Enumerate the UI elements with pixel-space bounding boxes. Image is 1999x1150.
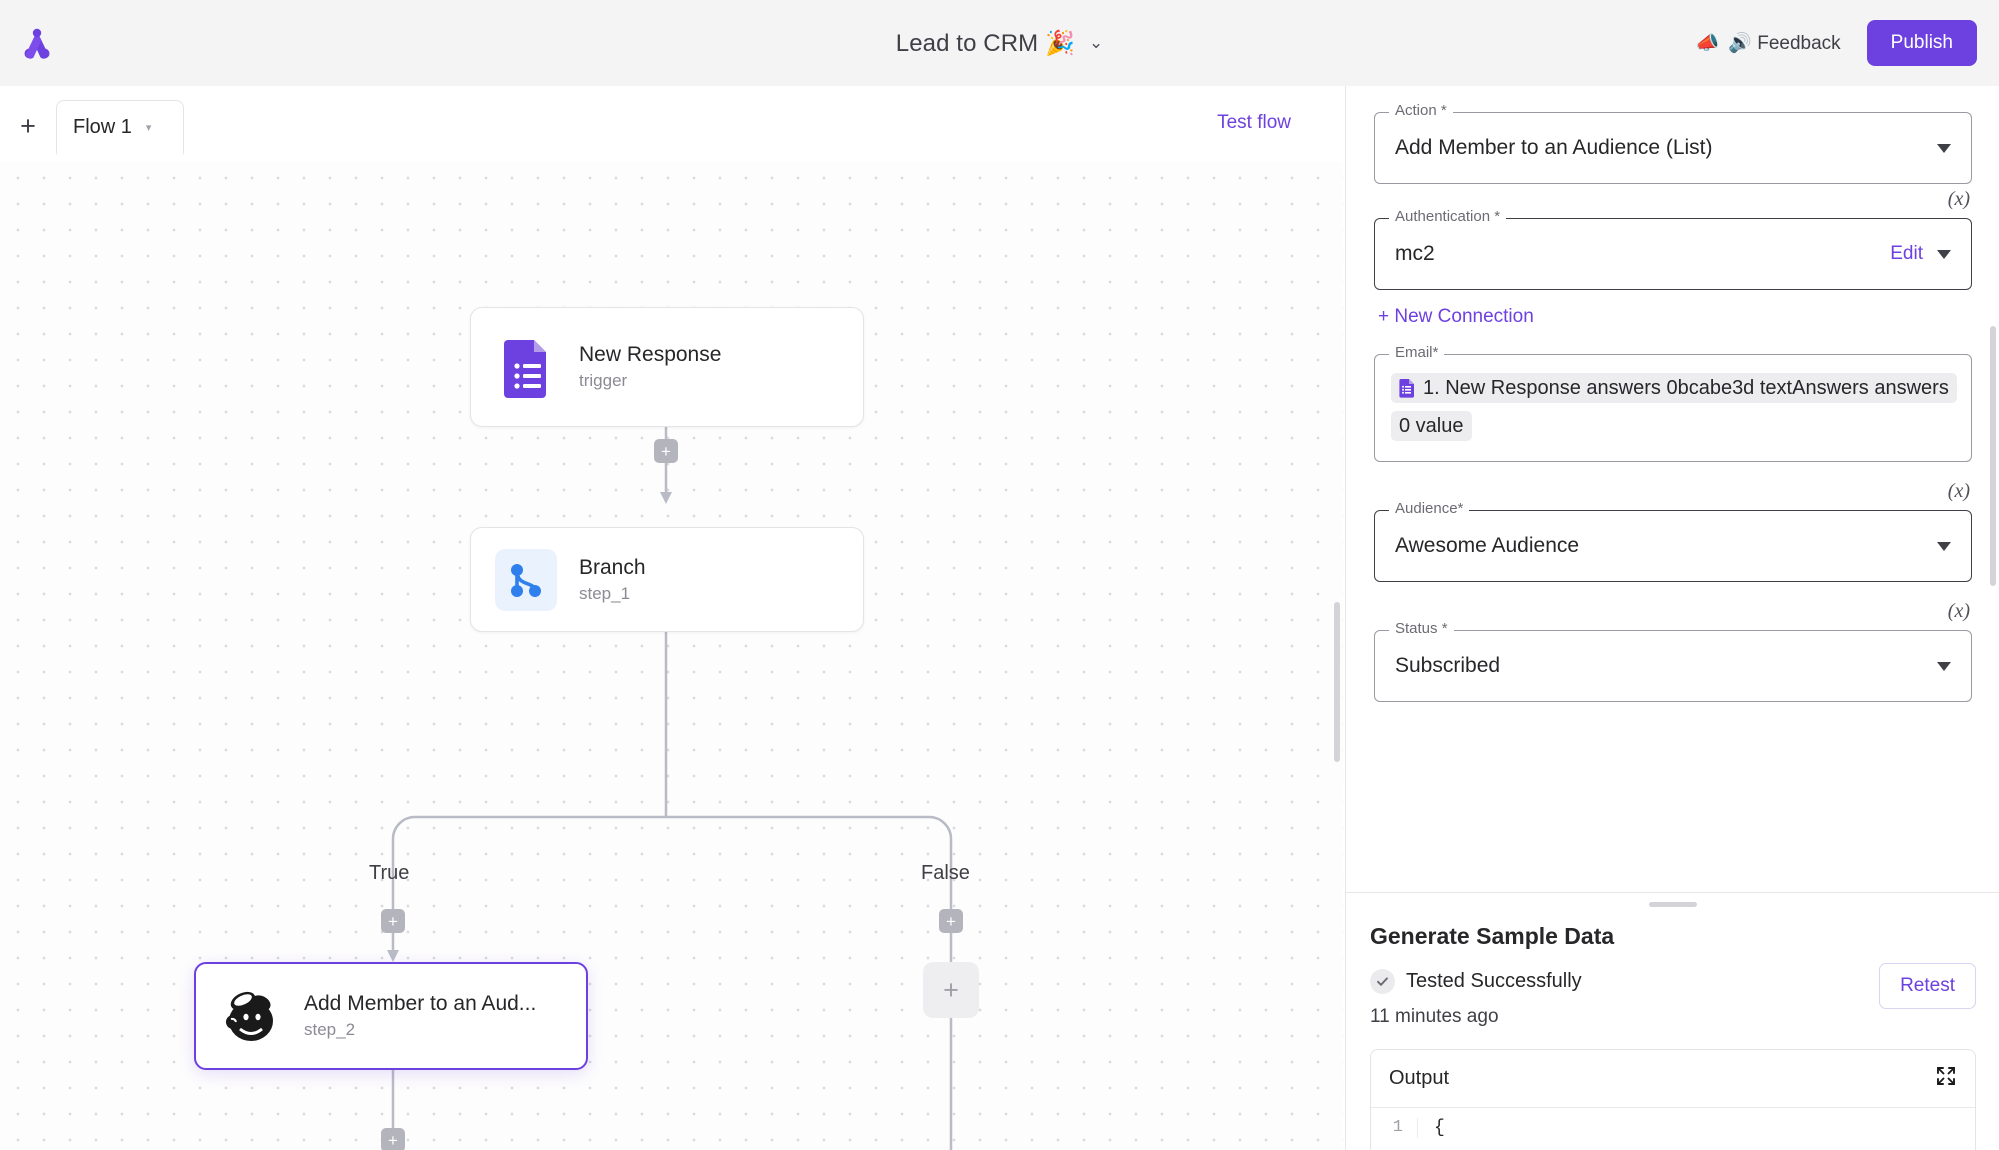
flow-tab-flow-1[interactable]: Flow 1 ▾: [56, 100, 184, 155]
status-select[interactable]: Status * Subscribed: [1374, 620, 1972, 702]
code-line-text: {: [1417, 1118, 1445, 1138]
branch-icon: [495, 548, 557, 611]
node-text-group: Branch step_1: [579, 556, 646, 604]
output-code[interactable]: 1 {: [1371, 1108, 1975, 1138]
audience-value: Awesome Audience: [1395, 534, 1580, 557]
field-email: Email* 1. New Response answers 0bcabe3d …: [1374, 344, 1972, 462]
email-label: Email*: [1389, 344, 1445, 361]
field-action: Action * Add Member to an Audience (List…: [1374, 102, 1972, 184]
node-title: Add Member to an Aud...: [304, 992, 537, 1015]
flow-tab-label: Flow 1: [73, 115, 132, 138]
sample-data-title: Generate Sample Data: [1370, 923, 1615, 949]
flow-canvas[interactable]: New Response trigger +: [0, 162, 1343, 1150]
add-step-button-1[interactable]: +: [654, 439, 678, 463]
flow-node-branch[interactable]: Branch step_1: [470, 527, 864, 632]
config-panel-scrollbar[interactable]: [1990, 326, 1996, 586]
node-title: New Response: [579, 343, 722, 366]
chevron-down-icon[interactable]: ⌄: [1089, 33, 1104, 52]
step-config-panel: Action * Add Member to an Audience (List…: [1345, 86, 1999, 1150]
chevron-down-icon[interactable]: ▾: [145, 121, 152, 134]
email-token-chip[interactable]: 1. New Response answers 0bcabe3d textAns…: [1391, 373, 1957, 441]
add-step-button-2[interactable]: +: [381, 1128, 405, 1150]
flow-node-new-response[interactable]: New Response trigger: [470, 307, 864, 427]
sample-data-panel: Generate Sample Data Tested Successfully…: [1346, 892, 1999, 1150]
add-flow-tab-button[interactable]: +: [20, 110, 36, 141]
feedback-label: 🔊 Feedback: [1728, 33, 1841, 54]
expression-toggle-audience[interactable]: (x): [1947, 480, 1970, 502]
config-fields: Action * Add Member to an Audience (List…: [1346, 86, 1999, 892]
top-bar-actions: 📣 🔊 Feedback Publish: [1696, 0, 1977, 86]
node-title: Branch: [579, 555, 646, 579]
code-line-number: 1: [1392, 1118, 1403, 1137]
field-status: (x) Status * Subscribed: [1374, 600, 1972, 702]
field-authentication: (x) Authentication * mc2 Edit: [1374, 188, 1972, 290]
top-bar: Lead to CRM 🎉 ⌄ 📣 🔊 Feedback Publish: [0, 0, 1999, 86]
panel-resize-handle[interactable]: [1649, 902, 1697, 907]
test-status-row: Tested Successfully: [1370, 969, 1582, 994]
flow-title-block: Lead to CRM 🎉 ⌄: [0, 0, 1999, 86]
status-label: Status *: [1389, 620, 1454, 637]
test-flow-button[interactable]: Test flow: [1217, 112, 1291, 133]
edit-connection-link[interactable]: Edit: [1890, 243, 1923, 264]
email-input[interactable]: Email* 1. New Response answers 0bcabe3d …: [1374, 344, 1972, 462]
authentication-value: mc2: [1395, 242, 1435, 265]
add-step-button-true[interactable]: +: [381, 909, 405, 933]
canvas-scrollbar[interactable]: [1334, 602, 1340, 762]
edge-label-true: True: [369, 862, 410, 884]
google-forms-icon: [495, 336, 557, 398]
new-connection-link[interactable]: + New Connection: [1378, 306, 1534, 327]
add-step-button-false[interactable]: +: [939, 909, 963, 933]
chevron-down-icon[interactable]: [1937, 143, 1951, 153]
add-branch-step-placeholder[interactable]: +: [923, 962, 979, 1018]
retest-button[interactable]: Retest: [1879, 963, 1976, 1009]
node-subtitle: step_1: [579, 583, 631, 603]
chevron-down-icon[interactable]: [1937, 541, 1951, 551]
output-panel: Output 1 {: [1370, 1049, 1976, 1150]
flow-node-add-member[interactable]: Add Member to an Aud... step_2: [194, 962, 588, 1070]
output-label: Output: [1389, 1067, 1450, 1089]
status-value: Subscribed: [1395, 654, 1501, 677]
expression-toggle-status[interactable]: (x): [1947, 600, 1970, 622]
google-forms-icon: [1399, 373, 1416, 398]
email-token-text: 1. New Response answers 0bcabe3d textAns…: [1399, 377, 1949, 437]
check-icon: [1370, 969, 1395, 994]
megaphone-icon: 📣: [1695, 33, 1720, 54]
action-select[interactable]: Action * Add Member to an Audience (List…: [1374, 102, 1972, 184]
authentication-label: Authentication *: [1389, 208, 1507, 225]
app-logo[interactable]: [14, 20, 60, 66]
field-audience: (x) Audience* Awesome Audience: [1374, 480, 1972, 582]
authentication-select[interactable]: Authentication * mc2 Edit: [1374, 208, 1972, 290]
node-text-group: Add Member to an Aud... step_2: [304, 992, 536, 1040]
canvas-toolbar: + Flow 1 ▾ Test flow: [0, 86, 1343, 162]
action-value: Add Member to an Audience (List): [1395, 136, 1713, 159]
edge-label-false: False: [921, 862, 970, 884]
test-timestamp: 11 minutes ago: [1370, 1006, 1499, 1027]
test-status-text: Tested Successfully: [1406, 970, 1582, 992]
node-subtitle: trigger: [579, 371, 628, 390]
mailchimp-icon: [220, 985, 282, 1047]
output-header: Output: [1371, 1050, 1975, 1108]
publish-button[interactable]: Publish: [1866, 20, 1977, 66]
expand-icon[interactable]: [1935, 1065, 1957, 1092]
audience-label: Audience*: [1389, 500, 1470, 517]
page-title[interactable]: Lead to CRM 🎉: [895, 29, 1075, 57]
chevron-down-icon[interactable]: [1937, 661, 1951, 671]
action-label: Action *: [1389, 102, 1453, 119]
node-subtitle: step_2: [304, 1020, 356, 1039]
feedback-button[interactable]: 📣 🔊 Feedback: [1696, 31, 1841, 55]
node-text-group: New Response trigger: [579, 343, 721, 391]
audience-select[interactable]: Audience* Awesome Audience: [1374, 500, 1972, 582]
chevron-down-icon[interactable]: [1937, 249, 1951, 259]
canvas-pane: + Flow 1 ▾ Test flow: [0, 86, 1343, 1150]
expression-toggle-auth[interactable]: (x): [1947, 188, 1970, 210]
